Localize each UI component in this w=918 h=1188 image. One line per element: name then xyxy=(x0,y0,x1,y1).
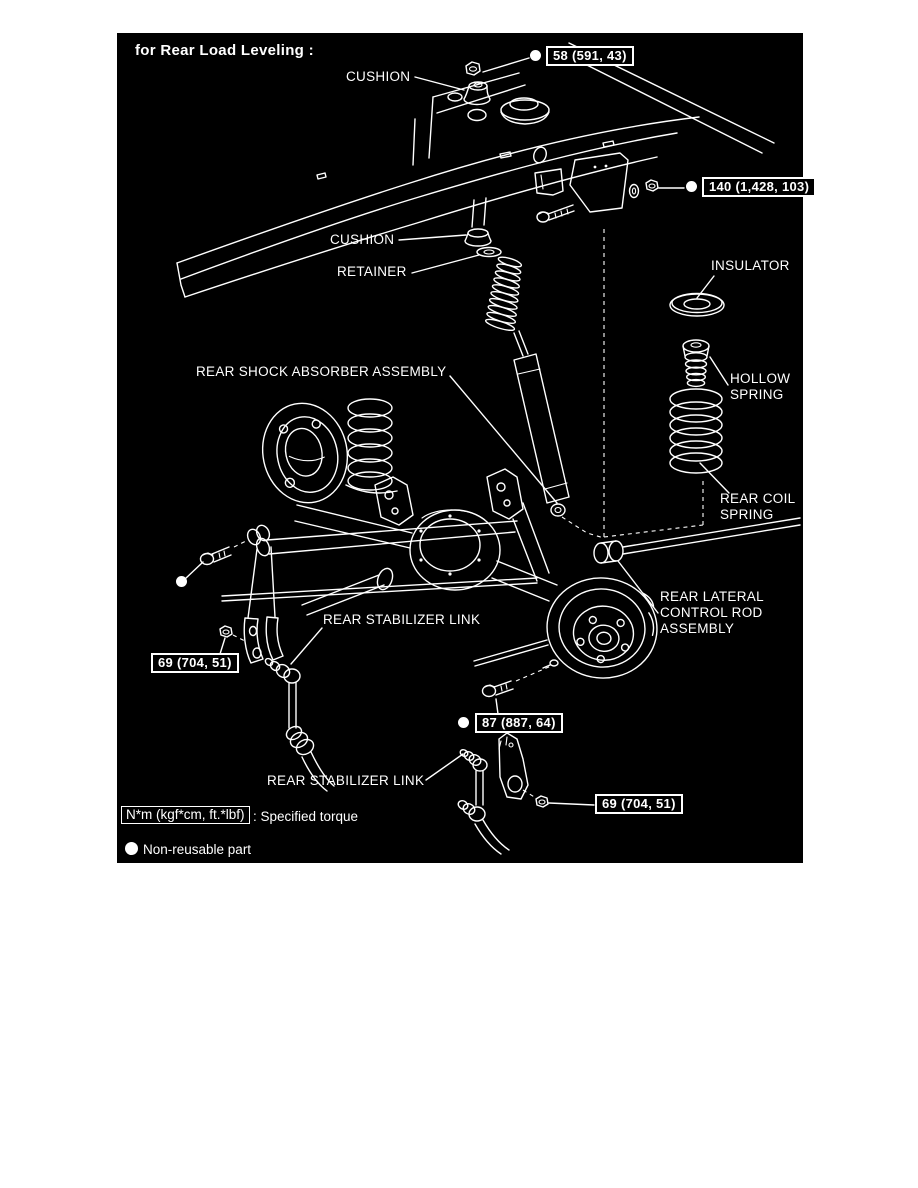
label-cushion-top: CUSHION xyxy=(346,69,411,84)
label-rear-coil-spring: REAR COIL SPRING xyxy=(720,491,796,522)
label-stabilizer-link-bottom: REAR STABILIZER LINK xyxy=(267,773,425,788)
right-stack-art xyxy=(669,292,725,474)
shock-art xyxy=(464,197,570,517)
label-retainer: RETAINER xyxy=(337,264,407,279)
non-reusable-marker-icon xyxy=(458,717,469,728)
left-bolt-art xyxy=(184,524,271,580)
leader-lines-art xyxy=(290,76,730,781)
torque-callout-87: 87 (887, 64) xyxy=(475,713,563,733)
torque-callout-69-left: 69 (704, 51) xyxy=(151,653,239,673)
label-cushion: CUSHION xyxy=(330,232,395,247)
label-lateral-control-rod: REAR LATERAL CONTROL ROD ASSEMBLY xyxy=(660,589,764,636)
suspension-diagram-art xyxy=(176,42,801,855)
label-shock-absorber: REAR SHOCK ABSORBER ASSEMBLY xyxy=(196,364,447,379)
figure-caption: for Rear Load Leveling : xyxy=(135,42,314,59)
non-reusable-marker-icon xyxy=(530,50,541,61)
label-insulator: INSULATOR xyxy=(711,258,790,273)
non-reusable-marker-icon xyxy=(125,842,138,855)
non-reusable-marker-icon xyxy=(176,576,187,587)
non-reusable-marker-icon xyxy=(686,181,697,192)
bottom-stab-link-art xyxy=(457,665,595,855)
torque-callout-140: 140 (1,428, 103) xyxy=(702,177,817,197)
label-hollow-spring: HOLLOW SPRING xyxy=(730,371,791,402)
label-stabilizer-link-top: REAR STABILIZER LINK xyxy=(323,612,481,627)
torque-callout-58: 58 (591, 43) xyxy=(546,46,634,66)
diagram-panel: for Rear Load Leveling : CUSHION CUSHION… xyxy=(117,33,817,863)
axle-art xyxy=(221,398,801,679)
left-stab-link-art xyxy=(219,546,335,792)
legend-non-reusable: Non-reusable part xyxy=(143,842,252,857)
legend-torque-units: N*m (kgf*cm, ft.*lbf) xyxy=(121,806,250,824)
legend-torque-desc: : Specified torque xyxy=(253,809,359,824)
torque-callout-69-right: 69 (704, 51) xyxy=(595,794,683,814)
frame-art xyxy=(176,42,775,298)
dashed-guides-art xyxy=(561,229,704,539)
